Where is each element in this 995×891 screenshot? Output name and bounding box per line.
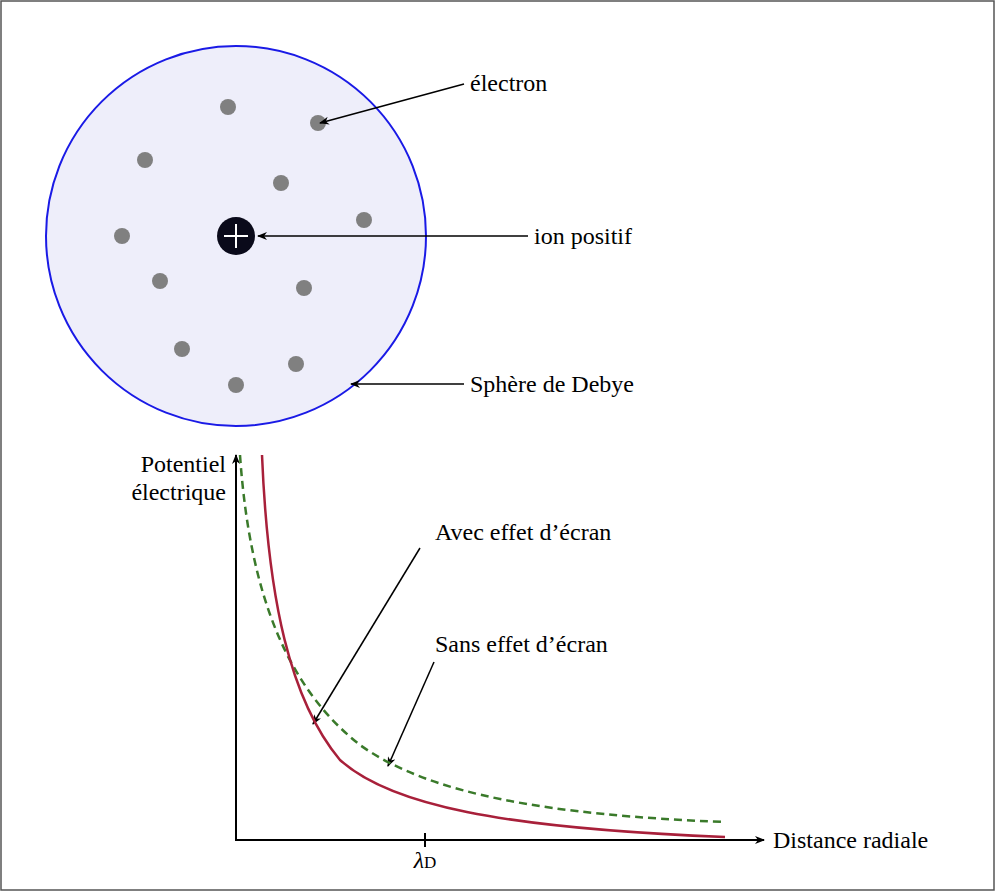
leader-lines <box>258 84 528 766</box>
axis-title: Potentiel électrique <box>66 450 226 506</box>
debye-length: λD <box>414 846 437 877</box>
screened-curve <box>262 455 725 837</box>
sphere-label: Sphère de Debye <box>470 370 634 398</box>
electron-label: électron <box>470 69 547 97</box>
screened-label: Avec effet d’écran <box>435 518 611 546</box>
unscreened-curve <box>240 455 725 822</box>
unscreened-label: Sans effet d’écran <box>435 630 608 658</box>
positive-ion <box>217 217 255 255</box>
axes <box>235 455 764 841</box>
electron-dots <box>114 99 372 393</box>
axis-title: Distance radiale <box>773 826 928 854</box>
ion-label: ion positif <box>534 222 632 250</box>
tick <box>424 833 426 847</box>
